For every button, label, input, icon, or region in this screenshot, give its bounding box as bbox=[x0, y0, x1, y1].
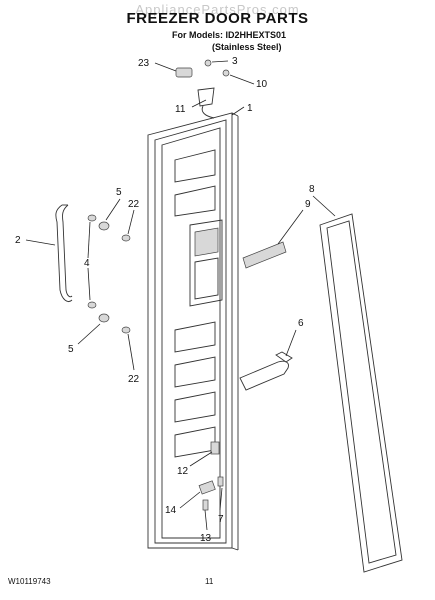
callout-2: 2 bbox=[15, 235, 21, 246]
callout-22-lower: 22 bbox=[128, 374, 140, 385]
door-handle bbox=[55, 204, 73, 302]
handle-hardware bbox=[87, 214, 131, 334]
callout-11: 11 bbox=[175, 104, 186, 115]
callout-22-upper: 22 bbox=[128, 199, 140, 210]
dispenser-handle bbox=[239, 351, 293, 391]
finish-line: (Stainless Steel) bbox=[212, 42, 282, 52]
watermark: AppliancePartsPros.com bbox=[135, 2, 300, 17]
callout-9: 9 bbox=[305, 199, 311, 210]
callout-5-lower: 5 bbox=[68, 344, 74, 355]
leader-lines bbox=[25, 60, 336, 531]
callout-12: 12 bbox=[177, 466, 189, 477]
page-title: FREEZER DOOR PARTS bbox=[126, 10, 309, 27]
callout-8: 8 bbox=[309, 184, 315, 195]
callout-6: 6 bbox=[298, 318, 304, 329]
page-number: 11 bbox=[205, 577, 214, 586]
callout-23: 23 bbox=[138, 58, 150, 69]
callout-4: 4 bbox=[84, 258, 90, 269]
door-gasket bbox=[319, 213, 403, 573]
trim-strip bbox=[242, 241, 287, 269]
bottom-hinge-parts bbox=[198, 441, 224, 511]
callout-10: 10 bbox=[256, 79, 268, 90]
callout-labels: 1 2 3 4 5 5 6 7 8 9 10 11 12 13 14 22 22… bbox=[15, 56, 315, 544]
callout-7: 7 bbox=[218, 514, 224, 525]
callout-1: 1 bbox=[247, 103, 253, 114]
callout-3: 3 bbox=[232, 56, 238, 67]
callout-13: 13 bbox=[200, 533, 212, 544]
top-cap-parts bbox=[175, 59, 230, 78]
door-panel bbox=[147, 87, 239, 551]
callout-14: 14 bbox=[165, 505, 177, 516]
model-line: For Models: ID2HHEXTS01 bbox=[172, 30, 287, 40]
document-number: W10119743 bbox=[8, 577, 51, 586]
callout-5-upper: 5 bbox=[116, 187, 122, 198]
